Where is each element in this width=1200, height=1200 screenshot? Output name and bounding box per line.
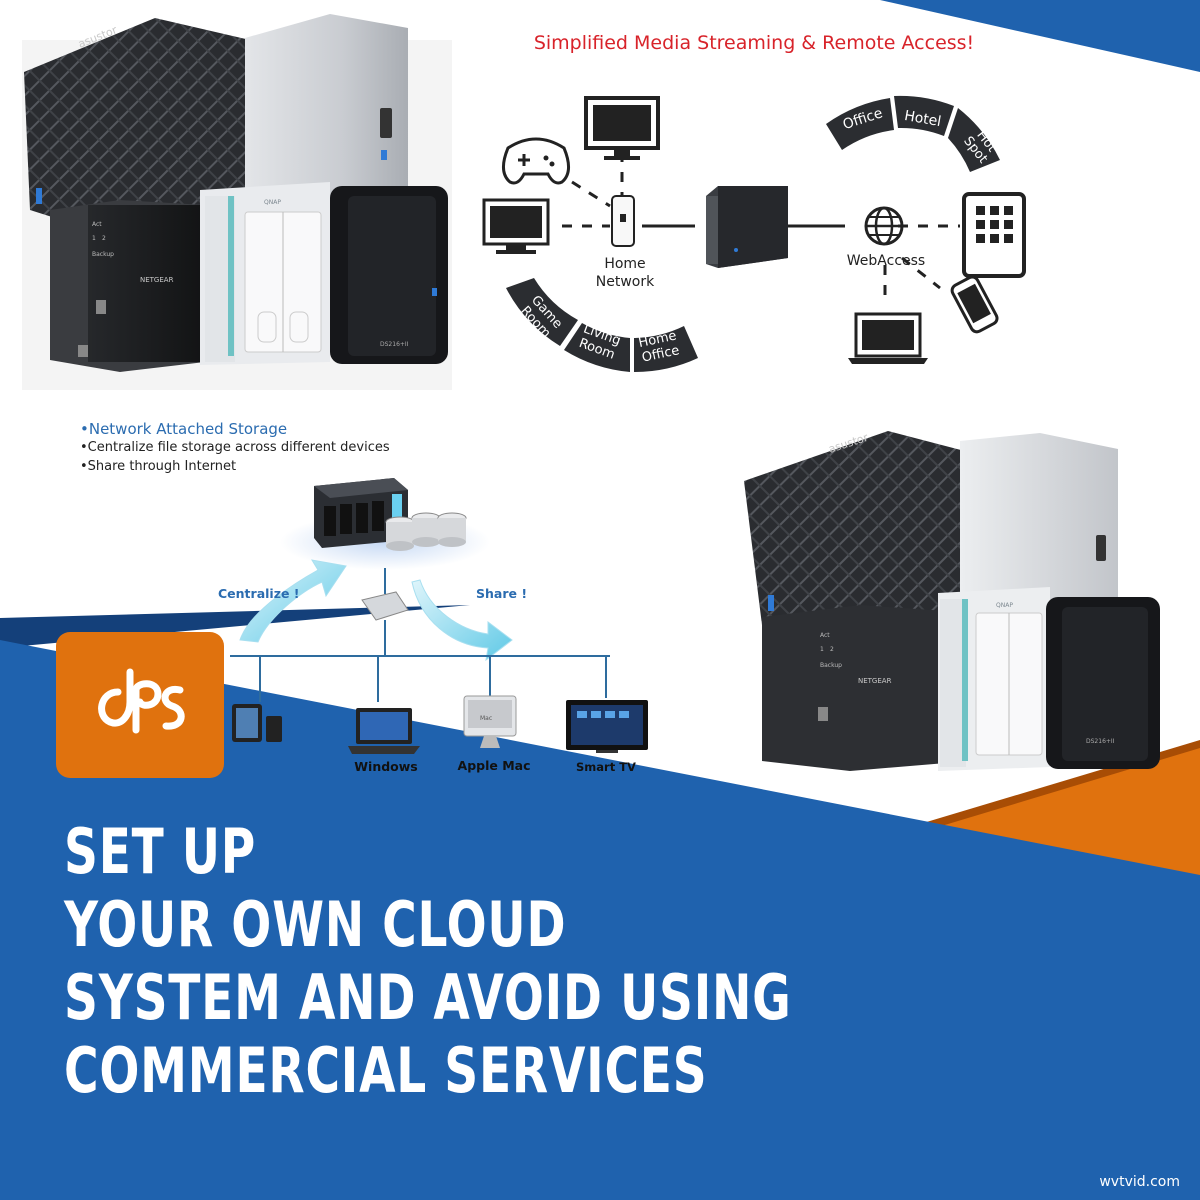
netgear-nas: NETGEAR Act 1 2 Backup <box>762 605 946 771</box>
watermark: wvtvid.com <box>1099 1174 1180 1190</box>
gamepad-icon <box>502 137 570 185</box>
headline: SET UP YOUR OWN CLOUD SYSTEM AND AVOID U… <box>64 815 824 1107</box>
nas-bullet-2: •Share through Internet <box>80 459 237 474</box>
dps-logo-icon <box>98 668 185 734</box>
svg-text:Mac: Mac <box>480 715 492 722</box>
svg-text:QNAP: QNAP <box>996 602 1013 609</box>
svg-text:NETGEAR: NETGEAR <box>858 677 892 685</box>
desktop-icon <box>482 198 550 254</box>
tv-icon <box>566 700 648 753</box>
svg-text:Hotel: Hotel <box>903 108 942 130</box>
svg-text:1: 1 <box>92 235 96 242</box>
streaming-diagram: Simplified Media Streaming & Remote Acce… <box>482 32 1026 373</box>
svg-text:Backup: Backup <box>820 662 842 669</box>
blue-banner <box>0 640 1200 1200</box>
qnap-nas: QNAP <box>938 587 1050 771</box>
router-icon <box>611 195 635 247</box>
svg-text:Act: Act <box>92 221 102 228</box>
svg-text:2: 2 <box>830 646 834 653</box>
imac-icon: Mac <box>463 695 517 748</box>
share-label: Share ! <box>476 586 527 601</box>
netgear-nas: NETGEAR Act 1 2 Backup <box>50 200 205 372</box>
globe-icon <box>864 206 904 246</box>
headline-line-4: COMMERCIAL SERVICES <box>64 1034 708 1107</box>
smart-tv-label: Smart TV <box>576 760 636 774</box>
svg-text:DS216+II: DS216+II <box>380 341 409 348</box>
svg-text:Act: Act <box>820 632 830 639</box>
phone-icon <box>950 275 999 334</box>
dps-logo <box>56 632 224 778</box>
headline-line-3: SYSTEM AND AVOID USING <box>64 961 792 1034</box>
svg-text:2: 2 <box>102 235 106 242</box>
nas-devices-photo-top: asustor NETGEAR Act 1 2 Backup <box>22 14 452 390</box>
synology-nas: DS216+II <box>330 186 448 364</box>
disk-stack-icon <box>385 512 467 551</box>
white-nas <box>245 14 408 205</box>
connector-lines <box>562 152 960 305</box>
nas-server-icon <box>314 478 408 548</box>
svg-text:1: 1 <box>820 646 824 653</box>
laptop-icon <box>348 708 420 754</box>
centralize-arrow <box>239 559 347 643</box>
svg-text:Backup: Backup <box>92 251 114 258</box>
home-network-label-1: Home <box>604 256 645 272</box>
tablet-icon <box>232 704 282 742</box>
webaccess-label: WebAccess <box>847 253 925 269</box>
synology-nas: DS216+II <box>1046 597 1160 769</box>
network-bus <box>230 655 610 702</box>
laptop-icon <box>848 312 928 364</box>
tablet-icon <box>962 192 1026 278</box>
nas-bullet-1: •Centralize file storage across differen… <box>80 440 390 455</box>
share-arrow <box>411 579 513 662</box>
nas-icon <box>706 186 788 268</box>
streaming-title: Simplified Media Streaming & Remote Acce… <box>534 32 974 54</box>
remote-locations-arc: Office Hotel HotSpot <box>826 95 1000 172</box>
nas-diagram: Centralize ! Share ! Mac <box>218 478 648 754</box>
nas-diagram-title: •Network Attached Storage <box>80 420 288 438</box>
nas-devices-photo-bottom: asustor NETGEAR Act 1 2 Backup QNAP <box>744 431 1160 771</box>
headline-line-1: SET UP <box>64 815 257 888</box>
svg-text:DS216+II: DS216+II <box>1086 738 1115 745</box>
svg-text:QNAP: QNAP <box>264 199 281 206</box>
home-network-label-2: Network <box>596 274 655 290</box>
monitor-icon <box>584 96 660 160</box>
apple-mac-label: Apple Mac <box>457 758 531 773</box>
qnap-nas: QNAP <box>200 182 330 365</box>
svg-text:NETGEAR: NETGEAR <box>140 276 174 284</box>
top-right-blue-corner <box>880 0 1200 72</box>
switch-icon <box>361 568 409 656</box>
centralize-label: Centralize ! <box>218 586 300 601</box>
headline-line-2: YOUR OWN CLOUD <box>64 888 567 961</box>
white-nas <box>960 433 1118 613</box>
home-rooms-arc: GameRoom LivingRoom HomeOffice <box>506 278 698 373</box>
windows-label: Windows <box>354 759 418 774</box>
